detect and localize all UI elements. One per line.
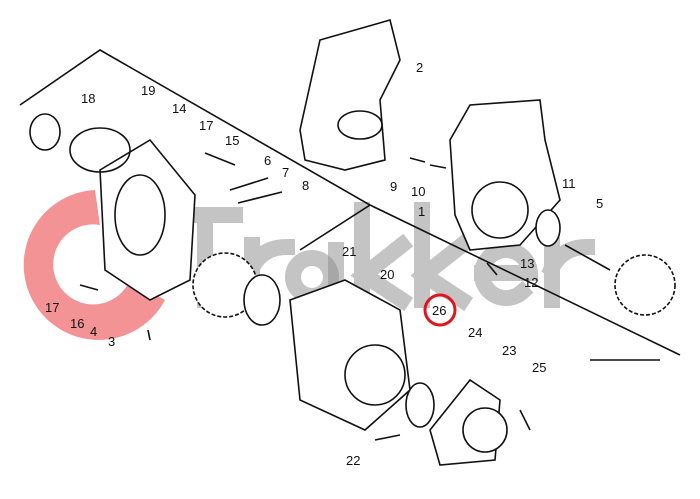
part-18-seal <box>29 113 61 151</box>
part-label-26[interactable]: 26 <box>432 303 446 318</box>
part-label-6: 6 <box>264 153 271 168</box>
part-label-22: 22 <box>346 453 360 468</box>
part-label-18: 18 <box>81 91 95 106</box>
part-5-gear <box>614 254 676 316</box>
part-label-11: 11 <box>562 176 576 191</box>
part-label-25: 25 <box>532 360 546 375</box>
part-label-4: 4 <box>90 324 97 339</box>
part-label-24: 24 <box>468 325 482 340</box>
part-label-16: 16 <box>70 316 84 331</box>
part-label-20: 20 <box>380 267 394 282</box>
part-label-3: 3 <box>108 334 115 349</box>
assembly-outline <box>19 49 681 361</box>
part-19-oring <box>69 127 131 173</box>
part-label-1: 1 <box>418 204 425 219</box>
part-label-12: 12 <box>524 275 538 290</box>
part-26-seal <box>405 382 435 428</box>
part-label-7: 7 <box>282 165 289 180</box>
part-label-10: 10 <box>411 184 425 199</box>
part-label-23: 23 <box>502 343 516 358</box>
part-label-13: 13 <box>520 256 534 271</box>
part-label-14: 14 <box>172 101 186 116</box>
part-2-bracket <box>299 19 401 171</box>
trakker-watermark-logo <box>23 190 596 340</box>
part-label-2: 2 <box>416 60 423 75</box>
part-label-21: 21 <box>342 244 356 259</box>
part-label-8: 8 <box>302 178 309 193</box>
part-label-9: 9 <box>390 179 397 194</box>
highlight-circle <box>423 293 457 327</box>
part-11-bearing <box>535 209 561 247</box>
part-label-15: 15 <box>225 133 239 148</box>
part-label-17-bottom: 17 <box>45 300 59 315</box>
part-label-5: 5 <box>596 196 603 211</box>
part-label-19: 19 <box>141 83 155 98</box>
part-label-17-top: 17 <box>199 118 213 133</box>
